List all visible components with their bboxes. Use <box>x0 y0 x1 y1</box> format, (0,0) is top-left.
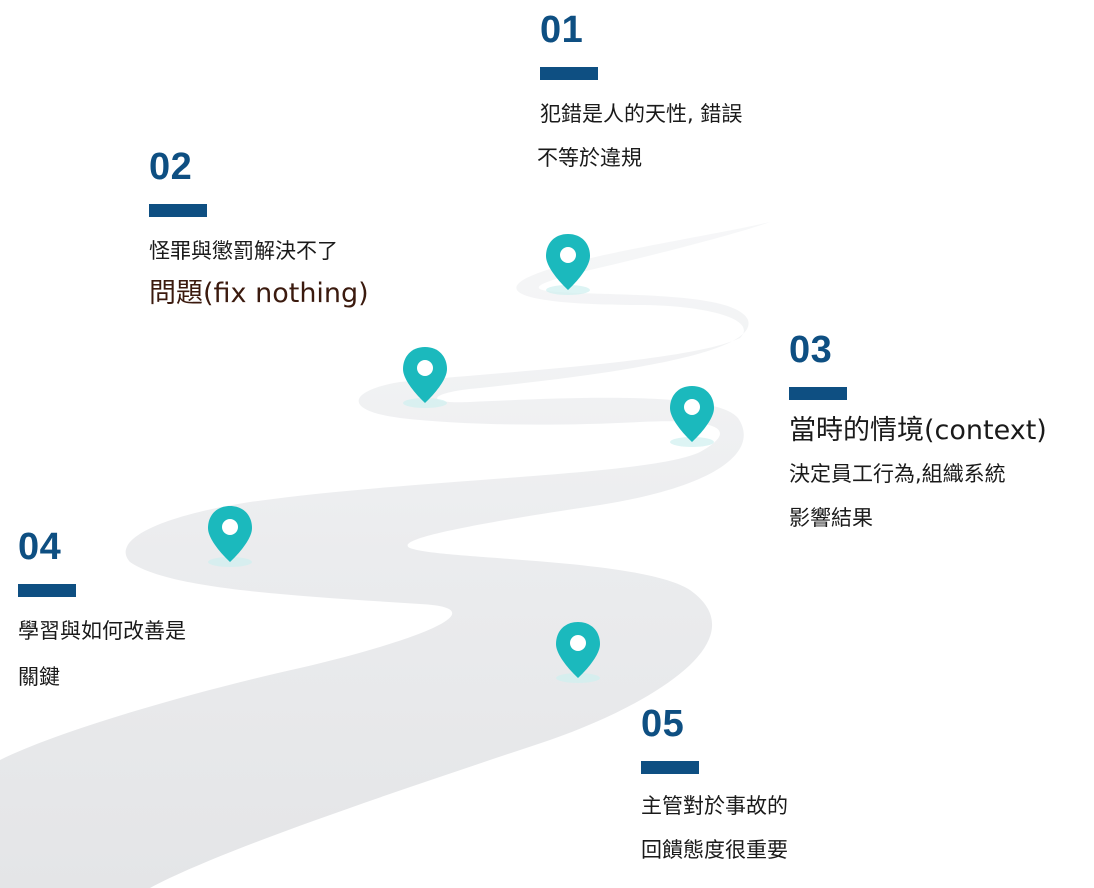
step-text-line: 犯錯是人的天性, 錯誤 <box>540 102 743 126</box>
map-pin-icon <box>556 622 600 683</box>
step-number: 05 <box>641 703 685 745</box>
step-number: 02 <box>149 146 193 188</box>
step-underline-bar <box>641 761 699 774</box>
step-text-line: 當時的情境(context) <box>789 415 1047 446</box>
step-underline-bar <box>540 67 598 80</box>
step-number: 04 <box>18 526 62 568</box>
step-underline-bar <box>18 584 76 597</box>
step-text-line: 不等於違規 <box>537 146 642 170</box>
step-underline-bar <box>149 204 207 217</box>
step-02: 02 怪罪與懲罰解決不了 問題(fix nothing) <box>149 147 369 309</box>
step-01: 01 犯錯是人的天性, 錯誤 不等於違規 <box>537 9 743 170</box>
map-pin-icon <box>208 506 252 567</box>
step-number: 01 <box>540 9 584 51</box>
step-text-line: 關鍵 <box>18 665 60 689</box>
step-number: 03 <box>789 329 833 371</box>
map-pin-icon <box>546 234 590 295</box>
step-text-line: 主管對於事故的 <box>641 794 788 818</box>
step-text-line: 怪罪與懲罰解決不了 <box>149 239 338 263</box>
step-text-line: 決定員工行為,組織系統 <box>789 462 1006 486</box>
map-pin-icon <box>670 386 714 447</box>
step-03: 03 當時的情境(context) 決定員工行為,組織系統 影響結果 <box>789 330 1047 530</box>
step-04: 04 學習與如何改善是 關鍵 <box>18 527 186 689</box>
step-text-line: 問題(fix nothing) <box>149 278 369 309</box>
step-underline-bar <box>789 387 847 400</box>
step-text-line: 回饋態度很重要 <box>641 838 788 862</box>
map-pin-icon <box>403 347 447 408</box>
road-shape <box>0 222 770 888</box>
step-text-line: 影響結果 <box>789 506 873 530</box>
step-05: 05 主管對於事故的 回饋態度很重要 <box>641 704 788 862</box>
step-text-line: 學習與如何改善是 <box>18 619 186 643</box>
